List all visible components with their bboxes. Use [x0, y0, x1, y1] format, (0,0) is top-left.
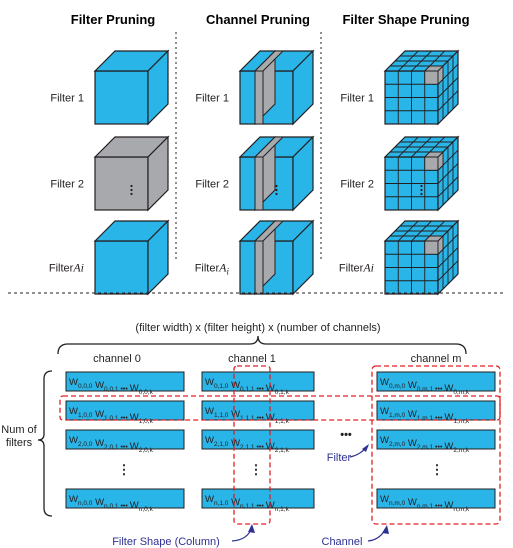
channel-highlight [371, 365, 501, 525]
channel-arrow [367, 527, 387, 542]
channel-header-m: channel m [411, 353, 462, 365]
weight-text: W0,1,0 W0,1,1 ••• W0,1,k [205, 377, 290, 396]
cube-side-face [292, 135, 314, 212]
cube-side-face [147, 49, 169, 126]
vertical-ellipsis: ⋮ [250, 462, 263, 477]
channel-slice-top [253, 50, 285, 72]
side-label-line-1: Num of [1, 424, 37, 436]
filter-row-label: FilterAi [195, 261, 230, 277]
weight-text: W1,m,0 W1,m,1 ••• W1,m,k [380, 406, 470, 425]
pruned-shape-cell-top [423, 235, 445, 242]
weight-text: W2,0,0 W2,0,1 ••• W2,0,k [69, 435, 154, 454]
weight-group-cell [376, 371, 496, 392]
filter-ellipsis-dot [420, 188, 423, 192]
pruned-shape-cell [424, 156, 439, 171]
filter-ellipsis-dot [275, 188, 278, 192]
channel-slice-front [254, 156, 264, 211]
weight-group-cell [65, 488, 185, 509]
channel-slice-front [254, 70, 264, 125]
weight-group-cell [65, 371, 185, 392]
filter-ellipsis-dot [275, 192, 278, 196]
annotation-filter-shape: Filter Shape (Column) [112, 536, 220, 548]
filter-filter-cube [93, 49, 170, 126]
filter-row-label: Filter 1 [195, 93, 229, 105]
cube-side-face [147, 219, 169, 296]
weight-text: W0,m,0 W0,m,1 ••• W0,m,k [380, 377, 470, 396]
channel-filter-cube [238, 219, 315, 296]
cube-side-face [292, 49, 314, 126]
shape-filter-cube [383, 135, 460, 212]
filter-filter-cube [93, 219, 170, 296]
pruned-shape-cell [424, 70, 439, 85]
weight-text: W2,m,0 W2,m,1 ••• W2,m,k [380, 435, 470, 454]
weight-text: Wn,m,0 Wn,m,1 ••• Wn,m,k [380, 494, 470, 513]
filter-arrowhead [362, 444, 369, 452]
weight-text: Wn,0,0 Wn,0,1 ••• Wn,0,k [69, 494, 154, 513]
filter-ellipsis-dot [130, 192, 133, 196]
dimension-brace [57, 335, 467, 355]
vertical-ellipsis: ⋮ [431, 462, 444, 477]
section-title-filter-shape-pruning: Filter Shape Pruning [342, 12, 469, 27]
cube-front-face [94, 240, 149, 295]
weight-matrix: W0,0,0 W0,0,1 ••• W0,0,k W0,1,0 W0,1,1 ••… [65, 371, 496, 513]
filter-ellipsis-dot [420, 184, 423, 188]
shape-filter-cube [383, 49, 460, 126]
filter-row-label: Filter 2 [195, 179, 229, 191]
filter-ellipsis-dot [275, 184, 278, 188]
channel-header-0: channel 0 [93, 353, 141, 365]
pruning-methods-panel: Filter Pruning Channel Pruning Filter Sh… [49, 12, 470, 296]
weight-group-cell [376, 488, 496, 509]
weight-group-cell [65, 429, 185, 450]
filter-highlight [59, 395, 501, 421]
filter-ellipsis-dot [420, 192, 423, 196]
filter-row-label: FilterAi [339, 261, 374, 275]
weight-group-cell [376, 429, 496, 450]
weight-matrix-panel: (filter width) x (filter height) x (numb… [1, 322, 501, 548]
channel-slice-top [253, 136, 285, 158]
filter-row-label: FilterAi [49, 261, 84, 275]
cube-side-face [147, 135, 169, 212]
pruned-shape-cell [424, 240, 439, 255]
weight-group-cell [201, 488, 315, 509]
cube-front-face [94, 156, 149, 211]
section-title-channel-pruning: Channel Pruning [206, 12, 310, 27]
weight-group-cell [201, 371, 315, 392]
filter-ellipsis-dot [130, 184, 133, 188]
pruned-shape-cell-top [423, 151, 445, 158]
annotation-filter: Filter [327, 452, 352, 464]
filter-shape-arrow [231, 526, 253, 542]
filter-row-label: Filter 2 [340, 179, 374, 191]
channel-filter-cube [238, 49, 315, 126]
filter-ellipsis-dot [130, 188, 133, 192]
section-title-filter-pruning: Filter Pruning [71, 12, 156, 27]
weight-group-cell [201, 429, 315, 450]
vertical-ellipsis: ⋮ [118, 462, 131, 477]
channel-header-1: channel 1 [228, 353, 276, 365]
dimension-label: (filter width) x (filter height) x (numb… [135, 322, 380, 334]
channel-filter-cube [238, 135, 315, 212]
shape-filter-cube [383, 219, 460, 296]
weight-text: W0,0,0 W0,0,1 ••• W0,0,k [69, 377, 154, 396]
filter-cubes: Filter 1 Filter 2 FilterAi Filter 1 Filter 2… [49, 49, 460, 296]
pruned-shape-cell-top [423, 65, 445, 72]
channel-arrowhead [382, 525, 389, 534]
horizontal-ellipsis: ••• [340, 429, 352, 441]
channel-slice-front [254, 240, 264, 295]
side-label-line-2: filters [6, 437, 33, 449]
filters-brace [37, 370, 53, 517]
weight-text: W1,0,0 W1,0,1 ••• W1,0,k [69, 406, 154, 425]
annotation-channel: Channel [322, 536, 363, 548]
filter-filter-cube [93, 135, 170, 212]
channel-slice-top [253, 220, 285, 242]
cube-front-face [94, 70, 149, 125]
filter-shape-arrowhead [248, 524, 255, 533]
filter-row-label: Filter 2 [50, 179, 84, 191]
filter-row-label: Filter 1 [340, 93, 374, 105]
cube-side-face [292, 219, 314, 296]
filter-row-label: Filter 1 [50, 93, 84, 105]
